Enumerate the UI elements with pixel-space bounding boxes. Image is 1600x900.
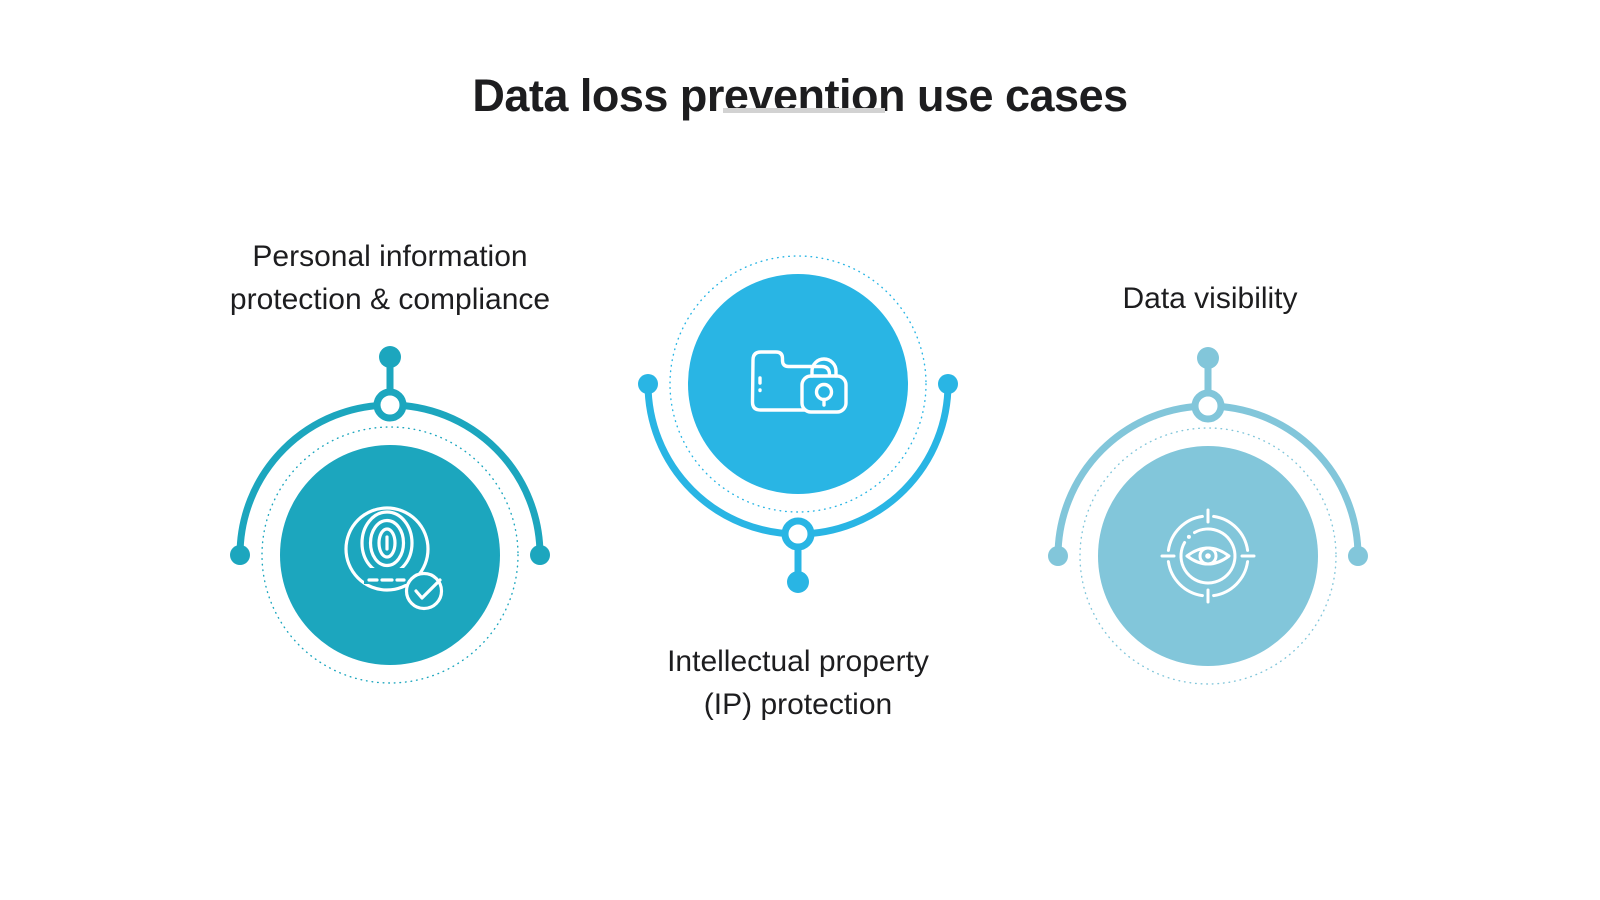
label-line: (IP) protection [703, 688, 893, 721]
dotted-ring [1079, 427, 1337, 685]
label-line: protection & compliance [229, 283, 551, 316]
label-line: Personal information [252, 240, 528, 273]
label-personal-information: Personal information protection & compli… [110, 235, 670, 321]
fingerprint-check-icon [344, 506, 444, 611]
connector-end-dot [230, 545, 250, 565]
connector-top-dot [1197, 347, 1219, 369]
connector-bottom-dot [787, 571, 809, 593]
connector-frame [638, 374, 958, 593]
connector-end-dot [638, 374, 658, 394]
connector-top-dot [379, 346, 401, 368]
eye-scan-icon [1160, 508, 1256, 604]
dotted-ring [669, 255, 927, 513]
connector-frame [230, 346, 550, 565]
graphic-data-visibility [1048, 347, 1368, 685]
connector-end-dot [530, 545, 550, 565]
connector-node-ring [781, 517, 815, 551]
label-data-visibility: Data visibility [930, 277, 1490, 320]
main-circle [688, 274, 908, 494]
connector-end-dot [1048, 546, 1068, 566]
folder-lock-icon [750, 350, 848, 414]
title-divider [723, 108, 885, 113]
label-line: Data visibility [1122, 282, 1298, 315]
connector-end-dot [1348, 546, 1368, 566]
connector-end-dot [938, 374, 958, 394]
page-title: Data loss prevention use cases [472, 70, 1128, 122]
graphic-personal-information [230, 346, 550, 684]
label-ip-protection: Intellectual property (IP) protection [518, 640, 1078, 726]
label-line: Intellectual property [667, 645, 929, 678]
connector-node-ring [1191, 389, 1225, 423]
dotted-ring [261, 426, 519, 684]
connector-frame [1048, 347, 1368, 566]
connector-node-ring [373, 388, 407, 422]
graphic-ip-protection [638, 255, 958, 593]
